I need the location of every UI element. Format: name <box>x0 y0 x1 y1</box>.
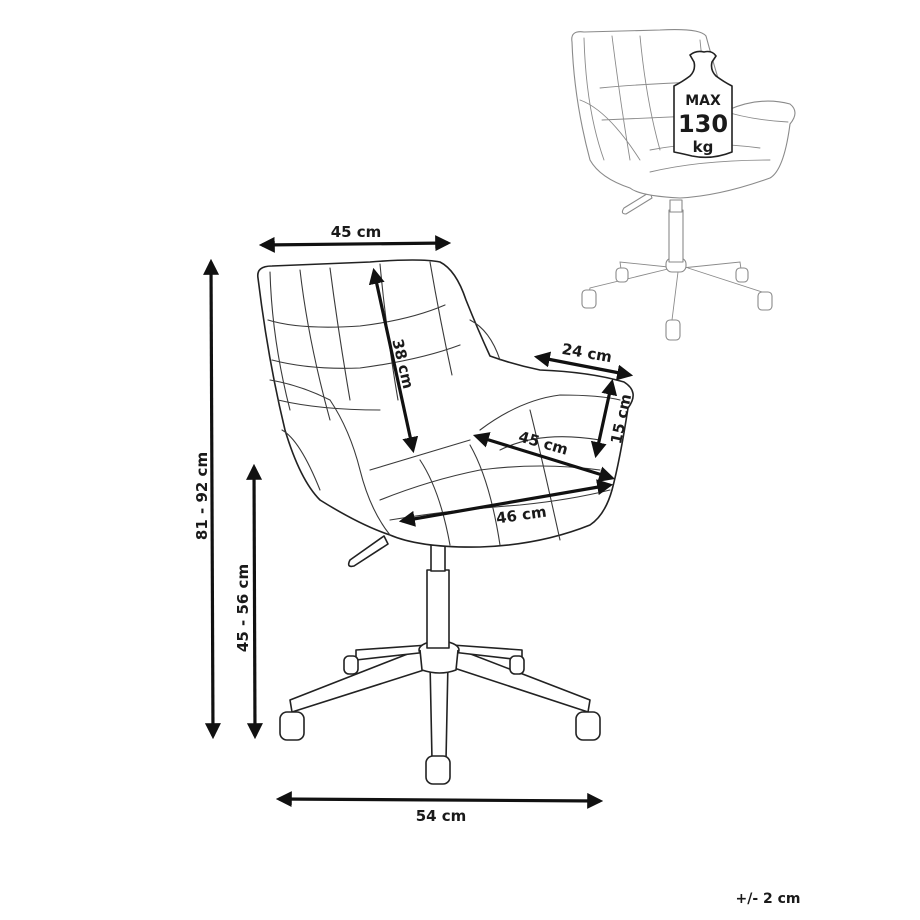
armrest-length-arrow <box>533 351 634 381</box>
seat-height-arrow <box>246 463 263 740</box>
total-height-arrow <box>203 258 221 740</box>
label-total-height: 81 - 92 cm <box>193 452 211 540</box>
seat-depth-arrow <box>472 432 616 482</box>
weight-badge-max: MAX <box>685 93 721 109</box>
seat-width-arrow <box>398 479 614 527</box>
base-width-arrow <box>275 791 604 809</box>
top-width-arrow <box>258 235 452 253</box>
weight-badge-unit: kg <box>693 138 714 156</box>
dimension-lines <box>203 235 634 809</box>
reference-chair-illustration: MAX 130 kg <box>571 29 796 341</box>
main-chair-illustration <box>256 259 634 785</box>
label-base-width: 54 cm <box>416 807 467 825</box>
label-seat-height: 45 - 56 cm <box>234 564 252 652</box>
tolerance-note: +/- 2 cm <box>735 891 800 907</box>
label-top-width: 45 cm <box>331 223 382 241</box>
weight-badge: MAX 130 kg <box>673 50 733 159</box>
weight-badge-value: 130 <box>678 110 728 138</box>
backrest-height-arrow <box>368 267 419 454</box>
